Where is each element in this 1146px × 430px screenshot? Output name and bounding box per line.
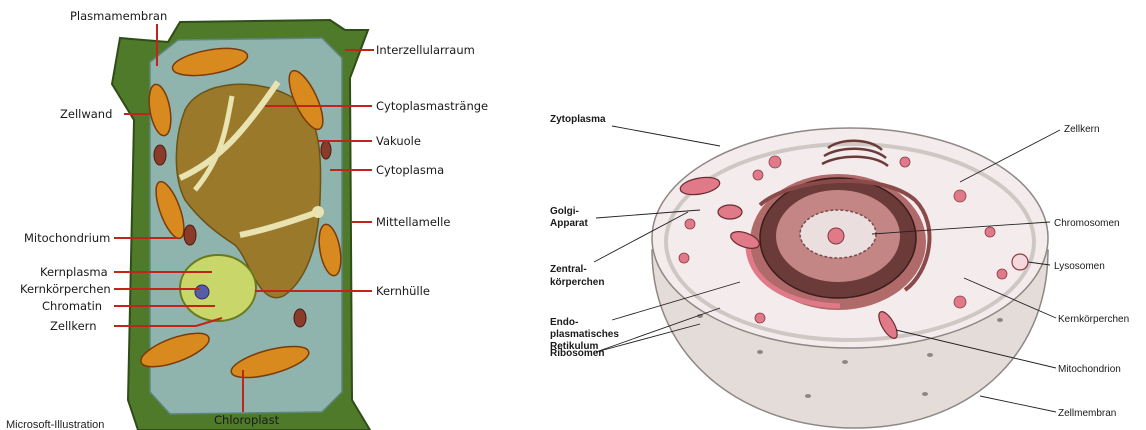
label-lysosomen: Lysosomen: [1054, 261, 1105, 272]
label-chloroplast: Chloroplast: [214, 413, 280, 427]
vesicle: [679, 253, 689, 263]
label-chromatin: Chromatin: [42, 299, 102, 313]
label-kernkoerperchen-animal: Kernkörperchen: [1058, 314, 1129, 325]
vesicle: [985, 227, 995, 237]
label-zellkern: Zellkern: [50, 319, 96, 333]
label-golgi-line1: Golgi-: [550, 206, 579, 217]
membrane-pore: [805, 394, 811, 398]
vesicle: [954, 190, 966, 202]
label-zentral-line2: körperchen: [550, 277, 604, 288]
label-endo-line2: plasmatisches: [550, 329, 619, 340]
membrane-pore: [842, 360, 848, 364]
vesicle: [954, 296, 966, 308]
mitochondrion: [321, 141, 331, 159]
animal-cell-diagram: Zytoplasma Zellkern Golgi- Apparat Chrom…: [550, 114, 1129, 428]
image-credit: Microsoft-Illustration: [6, 419, 104, 430]
animal-nucleolus: [828, 228, 844, 244]
plant-cytoplasm-strand-node: [312, 206, 324, 218]
mitochondrion: [154, 145, 166, 165]
label-interzellularraum: Interzellularraum: [376, 43, 475, 57]
label-kernplasma: Kernplasma: [40, 265, 108, 279]
plant-cell-diagram: Plasmamembran Interzellularraum Zellwand…: [6, 9, 488, 430]
membrane-pore: [927, 353, 933, 357]
mitochondrion: [718, 205, 742, 219]
label-kernhuelle: Kernhülle: [376, 284, 430, 298]
label-mitochondrium: Mitochondrium: [24, 231, 110, 245]
mitochondrion: [184, 225, 196, 245]
label-zentral-line1: Zentral-: [550, 264, 587, 275]
label-zellkern-animal: Zellkern: [1064, 124, 1100, 135]
label-cytoplasmastraenge: Cytoplasmastränge: [376, 99, 488, 113]
label-plasmamembran: Plasmamembran: [70, 9, 167, 23]
label-endo-line1: Endo-: [550, 317, 578, 328]
vesicle: [685, 219, 695, 229]
vesicle: [997, 269, 1007, 279]
vesicle: [769, 156, 781, 168]
label-chromosomen: Chromosomen: [1054, 218, 1120, 229]
label-golgi-line2: Apparat: [550, 218, 588, 229]
vesicle: [755, 313, 765, 323]
label-zellmembran: Zellmembran: [1058, 408, 1116, 419]
vesicle: [900, 157, 910, 167]
animal-lysosome: [1012, 254, 1028, 270]
membrane-pore: [997, 318, 1003, 322]
label-mittellamelle: Mittellamelle: [376, 215, 450, 229]
label-mitochondrion: Mitochondrion: [1058, 364, 1121, 375]
plant-nucleolus: [195, 285, 209, 299]
label-kernkoerperchen: Kernkörperchen: [20, 282, 111, 296]
mitochondrion: [294, 309, 306, 327]
label-ribosomen: Ribosomen: [550, 348, 604, 359]
label-zellwand: Zellwand: [60, 107, 112, 121]
vesicle: [753, 170, 763, 180]
label-vakuole: Vakuole: [376, 134, 421, 148]
membrane-pore: [922, 392, 928, 396]
label-cytoplasma: Cytoplasma: [376, 163, 444, 177]
label-zytoplasma: Zytoplasma: [550, 114, 606, 125]
membrane-pore: [757, 350, 763, 354]
